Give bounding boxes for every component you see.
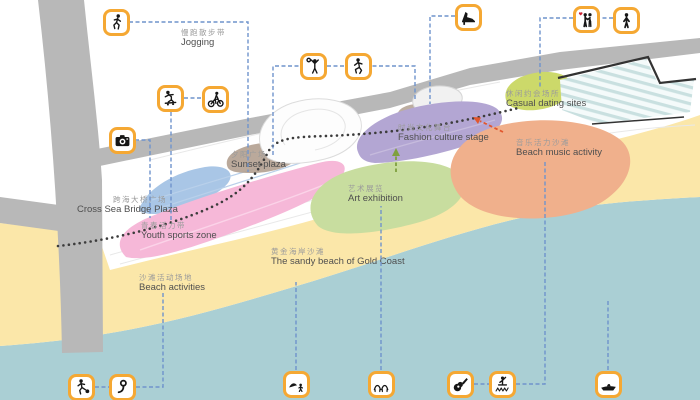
zone-art-shape: [310, 161, 465, 234]
lifeguard-icon-box: [489, 371, 516, 398]
speed-boat-icon: [601, 384, 616, 391]
lifeguard-tower-icon: [495, 376, 509, 392]
camera-icon: [115, 135, 130, 147]
red-arrow: [473, 117, 504, 133]
dancer-icon-box: [345, 53, 372, 80]
whistle-icon: [117, 379, 127, 394]
skateboarder-icon: [164, 90, 177, 106]
main-road: [38, 0, 103, 353]
dating-couple-icon: [578, 12, 592, 28]
green-arrow: [392, 148, 400, 172]
high-heel-icon-box: [455, 4, 482, 31]
zone-music-shape: [450, 120, 631, 219]
jogging-icon-box: [103, 9, 130, 36]
sea-water: [0, 197, 700, 400]
terrace-structure: [557, 55, 697, 125]
dancing-person-icon: [353, 58, 363, 75]
purple-streak: [369, 119, 496, 156]
soccer-icon-box: [68, 374, 95, 400]
coastal-road: [92, 38, 700, 167]
camera-icon-box: [109, 127, 136, 154]
skateboard-icon-box: [157, 85, 184, 112]
guitar-icon: [453, 378, 468, 392]
boat-icon-box: [595, 371, 622, 398]
side-road: [0, 197, 66, 232]
zone-dating-shape: [505, 71, 573, 111]
standing-person-icon: [623, 13, 630, 29]
volleyball-player-icon: [306, 57, 319, 74]
volleyball-icon-box: [300, 53, 327, 80]
promenade-trail: [56, 106, 520, 248]
beach-tent-icon-box: [368, 371, 395, 398]
guitar-icon-box: [447, 371, 474, 398]
sand-dunes: [259, 85, 463, 164]
bmx-cyclist-icon: [207, 91, 224, 108]
surfer-wave-icon: [289, 383, 303, 393]
couple-icon-box: [573, 6, 600, 33]
soccer-player-icon: [77, 379, 90, 395]
zone-youth-shape: [119, 160, 345, 259]
running-person-icon: [113, 14, 122, 30]
high-heel-shoe-icon: [462, 11, 475, 25]
beach-tents-icon: [373, 384, 389, 393]
whistle-icon-box: [109, 374, 136, 400]
surfing-icon-box: [283, 371, 310, 398]
person-icon-box: [613, 7, 640, 34]
cyclist-icon-box: [202, 86, 229, 113]
